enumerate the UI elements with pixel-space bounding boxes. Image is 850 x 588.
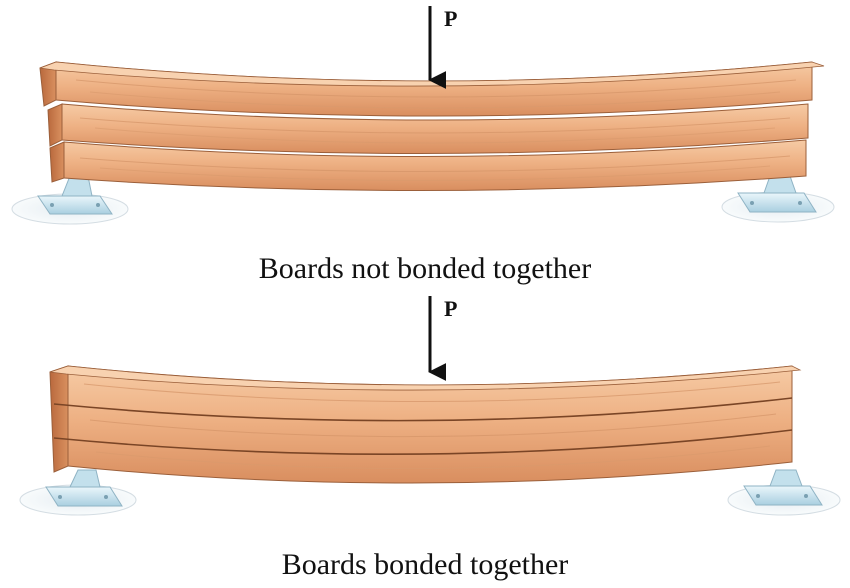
right-support xyxy=(727,469,841,516)
left-support xyxy=(11,175,129,225)
load-label: P xyxy=(444,6,457,31)
load-label: P xyxy=(444,296,457,321)
board-3 xyxy=(49,139,807,192)
right-support xyxy=(721,175,835,223)
bonded-board-stack xyxy=(49,365,802,484)
glue-line xyxy=(53,429,793,455)
board-2 xyxy=(47,103,809,154)
board-1 xyxy=(39,61,825,117)
left-support xyxy=(19,469,137,516)
top-panel: P xyxy=(11,6,835,225)
glue-line xyxy=(53,397,793,422)
caption-not-bonded: Boards not bonded together xyxy=(258,252,592,285)
caption-bonded: Boards bonded together xyxy=(281,548,569,581)
bottom-panel: P xyxy=(19,296,841,516)
